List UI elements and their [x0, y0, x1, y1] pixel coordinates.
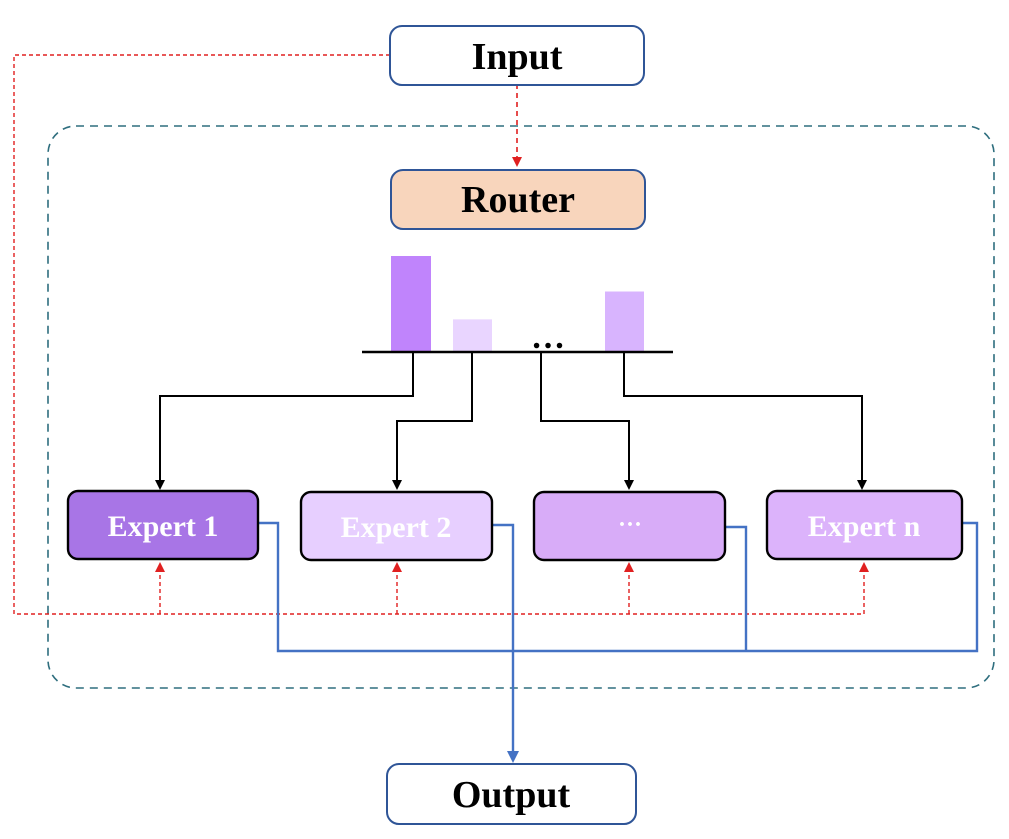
- router-weight-bar-expert-n: [605, 291, 644, 352]
- input-node: Input: [389, 25, 645, 86]
- input-label: Input: [472, 36, 563, 78]
- expert-ellipsis-node: ···: [532, 490, 727, 562]
- router-node: Router: [390, 169, 646, 230]
- router-weight-bar-expert-1: [391, 256, 431, 352]
- expert-2-node: Expert 2: [299, 490, 494, 562]
- router-label: Router: [461, 179, 575, 221]
- router-weight-bars: …: [391, 256, 644, 356]
- expert-1-node: Expert 1: [66, 489, 260, 561]
- expert-1-label: Expert 1: [108, 510, 219, 543]
- expert-ellipsis-label: ···: [618, 512, 642, 538]
- router-weights-ellipsis: …: [531, 319, 565, 356]
- routing-edges: [155, 352, 867, 490]
- experts-to-output-flow: [258, 521, 979, 763]
- output-label: Output: [452, 774, 571, 816]
- expert-n-label: Expert n: [808, 510, 921, 543]
- input-to-experts-flow: [13, 54, 869, 615]
- expert-n-node: Expert n: [765, 489, 964, 561]
- expert-2-label: Expert 2: [341, 511, 452, 544]
- output-node: Output: [386, 763, 637, 825]
- router-weight-bar-expert-2: [453, 319, 492, 352]
